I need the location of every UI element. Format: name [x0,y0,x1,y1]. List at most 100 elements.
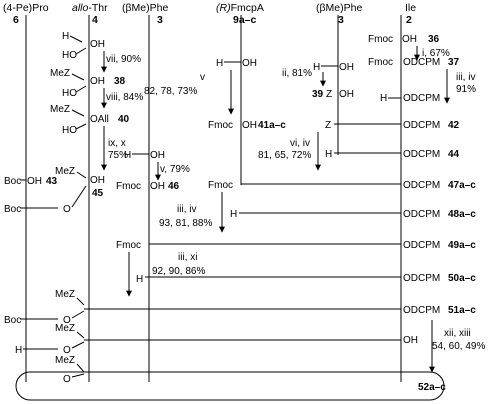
svg-text:3: 3 [157,14,163,26]
bond-thr-ho-40 [75,123,87,130]
ile-odcpm-49: ODCPM [403,240,440,251]
step-v-a-yield: 82, 78, 73% [144,86,197,97]
bond-thr-mez-40 [71,109,85,117]
column-header-thr: allo-Thr 4 [72,2,108,26]
compound-42: 42 [448,120,460,131]
thr-oh-45: OH [90,175,105,186]
ile-oh-row: OH [403,335,418,346]
ile-odcpm-42: ODCPM [403,120,440,131]
step-xii-xiii: xii, xiii [444,328,471,339]
bond-thr-ho-38 [75,85,87,93]
ile-odcpm-50: ODCPM [403,273,440,284]
step-xii-xiii-yield: 54, 60, 49% [432,341,485,352]
step-iii-iv-a: iii, iv [456,72,475,83]
bond-mez-final [76,363,85,373]
pro-boc-45: Boc [4,204,21,215]
step-ix-x-yield: 75% [108,150,128,161]
compound-41: 41a–c [258,120,286,131]
phe2-h-top: H [313,62,320,73]
thr-oh-top: OH [90,39,105,50]
ile-odcpm-47: ODCPM [403,180,440,191]
bond-o-45 [71,185,87,208]
step-iii-iv-b-yield: 93, 81, 88% [159,218,212,229]
bond-thr-mez-45 [76,171,87,179]
compound-49: 49a–c [448,240,476,251]
thr-ho-38: HO [62,88,77,99]
phe1-fmoc-49: Fmoc [116,240,141,251]
compound-47: 47a–c [448,180,476,191]
svg-text:Ile: Ile [405,2,416,14]
step-viii: viii, 84% [106,92,143,103]
compound-43: 43 [46,176,58,187]
ile-odcpm-97: ODCPM [403,93,440,104]
svg-text:allo-Thr: allo-Thr [72,2,108,14]
step-iii-iv-a-yield: 91% [456,84,476,95]
pro-oh-43: OH [27,176,42,187]
svg-text:(4-Pe)Pro: (4-Pe)Pro [3,2,49,14]
fmcpa-h-top: H [216,58,223,69]
column-header-bmephe-1: (βMe)Phe 3 [122,2,168,26]
bond-thr-h-top [69,35,83,43]
pro-boc-43: Boc [4,176,21,187]
bond-mez-row2 [76,331,85,339]
bond-mez-51 [76,297,85,306]
step-v-b: v, 79% [160,164,190,175]
compound-48: 48a–c [448,209,476,220]
thr-mez-51: MeZ [55,289,75,300]
thr-ho-40: HO [62,125,77,136]
thr-mez-38: MeZ [50,68,70,79]
step-iii-iv-b: iii, iv [177,204,196,215]
step-iii-xi-yield: 92, 90, 86% [152,266,205,277]
ile-odcpm-44: ODCPM [403,149,440,160]
column-header-bmephe-2: (βMe)Phe 3 [316,2,362,26]
compound-37: 37 [448,57,460,68]
compound-51: 51a–c [448,305,476,316]
bond-o-row2 [71,341,85,349]
bond-o-final [71,373,85,378]
svg-text:4: 4 [92,14,98,26]
thr-h-top: H [62,31,69,42]
compound-50: 50a–c [448,273,476,284]
compound-40: 40 [118,114,130,125]
column-header-fmcpa: (R)FmcpA 9a–c [216,2,264,26]
phe1-h-top: H [124,150,131,161]
bond-thr-ho-top [75,47,87,55]
compound-36: 36 [428,34,440,45]
column-header-ile: Ile 2 [405,2,416,26]
phe1-fmoc-46: Fmoc [116,181,141,192]
step-iii-xi: iii, xi [178,252,197,263]
phe1-oh-top: OH [150,150,165,161]
svg-text:(βMe)Phe: (βMe)Phe [122,2,168,14]
step-i: i, 67% [422,48,450,59]
svg-text:(βMe)Phe: (βMe)Phe [316,2,362,14]
step-vi-iv-yield: 81, 65, 72% [258,150,311,161]
column-header-pro: (4-Pe)Pro 6 [3,2,49,26]
step-ii: ii, 81% [282,68,312,79]
thr-mez-final: MeZ [55,355,75,366]
ile-oh-top: OH [402,34,417,45]
ile-odcpm-37: ODCPM [403,57,440,68]
thr-oh-38: OH [90,76,105,87]
phe2-z-42: Z [325,120,331,131]
thr-oall-40: OAll [90,114,109,125]
phe1-oh-46: OH [150,181,165,192]
ile-odcpm-51: ODCPM [403,305,440,316]
thr-mez-row2: MeZ [55,323,75,334]
step-vii: vii, 90% [106,54,141,65]
compound-38: 38 [114,76,126,87]
compound-45: 45 [92,188,104,199]
step-vi-iv: vi, iv [290,138,310,149]
step-ix-x: ix, x [108,138,126,149]
fmcpa-fmoc-47: Fmoc [208,180,233,191]
svg-text:3: 3 [338,14,344,26]
thr-o-51: O [63,315,71,326]
svg-text:(R)FmcpA: (R)FmcpA [216,2,264,14]
thr-mez-45: MeZ [55,166,75,177]
fmcpa-oh-41: OH [242,120,257,131]
phe2-h-44: H [325,149,332,160]
ile-h-97: H [380,93,387,104]
macrocycle-bracket [15,371,445,401]
svg-text:6: 6 [13,14,19,26]
phe2-oh-top: OH [339,62,354,73]
ile-fmoc-37: Fmoc [368,57,393,68]
